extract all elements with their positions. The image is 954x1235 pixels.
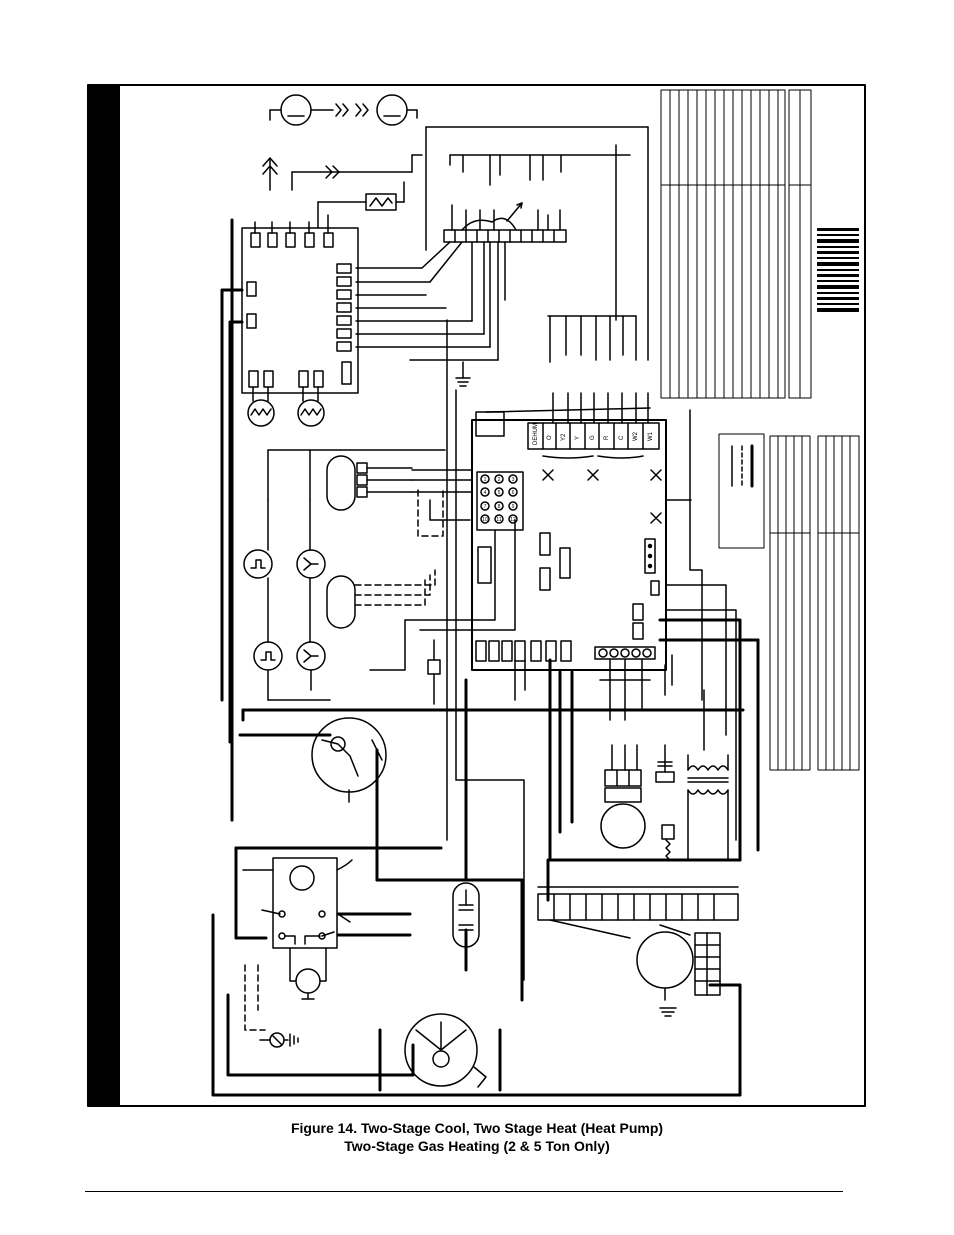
- terminal-w1: W1: [648, 431, 654, 441]
- thermostat-terminal-labels: DEHUM O Y2 Y G R C W2 W1: [533, 423, 654, 445]
- low-voltage-terminal-strip: [425, 126, 649, 361]
- gas-valve-assemblies: [267, 449, 446, 629]
- control-harness: [355, 241, 649, 424]
- terminal-o: O: [547, 435, 553, 440]
- terminal-w2: W2: [633, 431, 639, 441]
- terminal-c: C: [619, 435, 625, 440]
- limit-switches: [243, 499, 331, 701]
- frame-black-band: [88, 85, 120, 1106]
- barcode-block: [817, 228, 859, 312]
- component-legend-table: [660, 89, 812, 399]
- blower-motor: [636, 924, 721, 1017]
- furnace-control-board: [471, 419, 667, 671]
- pin-7: 7: [484, 504, 487, 510]
- terminal-dehum: DEHUM: [533, 423, 539, 445]
- terminal-y: Y: [575, 436, 581, 440]
- pin-10: 10: [482, 517, 488, 523]
- pin-1: 1: [484, 477, 487, 483]
- blower-speed-tap-strip: [537, 886, 739, 939]
- figure-caption-line2: Two-Stage Gas Heating (2 & 5 Ton Only): [344, 1138, 610, 1154]
- thermistor-coil: [317, 181, 405, 229]
- terminal-r: R: [604, 435, 610, 440]
- run-capacitor: [452, 882, 480, 948]
- pin-5: 5: [498, 490, 501, 496]
- pin-6: 6: [512, 490, 515, 496]
- thin-wiring: [446, 319, 737, 981]
- ground-symbol: [455, 361, 471, 387]
- footer-rule: [85, 1191, 843, 1192]
- board-side-wiring: [369, 469, 516, 705]
- defrost-control-board: [241, 214, 359, 394]
- transformer: [687, 754, 729, 861]
- figure-caption-line1: Figure 14. Two-Stage Cool, Two Stage Hea…: [290, 1120, 664, 1136]
- pin-3: 3: [512, 477, 515, 483]
- pin-9: 9: [512, 504, 515, 510]
- relay-block: [242, 857, 353, 1048]
- dashed-wiring: [244, 489, 444, 1031]
- terminal-y2: Y2: [561, 433, 567, 441]
- defrost-thermistors: [247, 386, 325, 427]
- door-switch-assembly: [600, 744, 675, 861]
- pin-11: 11: [496, 517, 501, 523]
- pin-4: 4: [484, 490, 487, 496]
- terminal-g: G: [590, 435, 596, 440]
- pin-8: 8: [498, 504, 501, 510]
- wire-type-key: [718, 433, 765, 549]
- defrost-sensor-symbols: [262, 154, 423, 191]
- pressure-switches: [269, 94, 418, 126]
- pin-2: 2: [498, 477, 501, 483]
- inducer-motor: [311, 717, 387, 803]
- board-pin-labels: 1 2 3 4 5 6 7 8 9 10 11 12: [482, 477, 516, 523]
- combustion-motor: [404, 1013, 487, 1088]
- control-board-details: [475, 407, 662, 662]
- wire-color-table: [769, 435, 860, 771]
- pin-12: 12: [510, 517, 516, 523]
